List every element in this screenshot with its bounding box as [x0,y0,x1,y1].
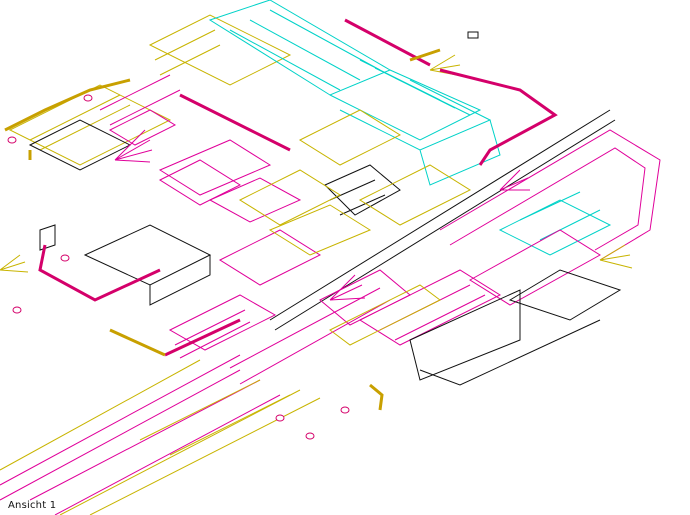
duct-elbows [114,129,530,301]
air-handling-unit [208,0,501,186]
upper-left-duct-magenta [99,74,272,196]
pipe-gold [4,48,441,411]
small-block [467,31,479,39]
right-duct-loop [358,129,661,346]
main-duct-lower [0,287,391,515]
central-fittings-yellow [238,109,472,346]
view-label: Ansicht 1 [8,500,57,511]
main-duct-yellow [0,359,321,515]
fixtures [7,94,350,440]
right-unit [498,191,612,256]
pipe-hot [38,18,558,357]
structural-frame [28,109,622,386]
upper-left-duct [8,14,292,166]
